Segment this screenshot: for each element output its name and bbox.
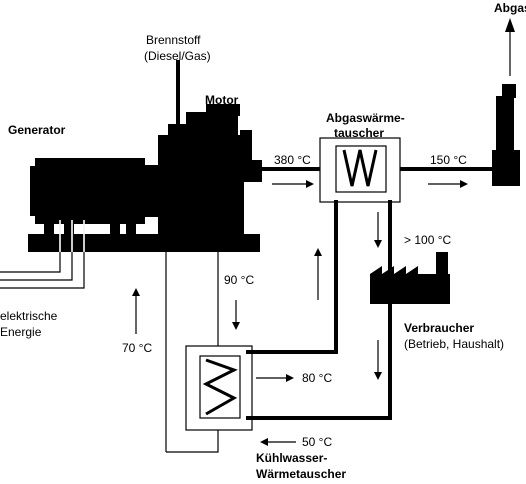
- exhaust-exchanger-coil-icon: [342, 149, 378, 187]
- chimney-shape: [492, 84, 520, 186]
- heating-loop-lines: [246, 200, 392, 420]
- fuel-label-line2: (Diesel/Gas): [144, 49, 211, 63]
- cooling-exchanger-label-line2: Wärmetauscher: [256, 467, 346, 481]
- temp-80: 80 °C: [302, 371, 332, 385]
- exhaust-pipe-out: [400, 167, 492, 171]
- electric-label-line1: elektrische: [0, 309, 58, 323]
- flow-arrows: [132, 180, 468, 446]
- consumer-sub-label: (Betrieb, Haushalt): [404, 337, 504, 351]
- exhaust-pipe-in: [258, 167, 320, 171]
- consumer-factory-shape: [370, 252, 450, 304]
- electric-label-line2: Energie: [0, 325, 42, 339]
- temp-380: 380 °C: [274, 153, 311, 167]
- machine-base: [28, 234, 260, 252]
- exhaust-exchanger-label-line1: Abgaswärme-: [326, 111, 405, 125]
- cooling-loop-lines: [165, 170, 219, 453]
- consumer-label: Verbraucher: [404, 321, 474, 335]
- temp-90: 90 °C: [224, 273, 254, 287]
- motor-shape: [158, 60, 262, 236]
- temp-50: 50 °C: [302, 435, 332, 449]
- motor-label: Motor: [205, 93, 239, 107]
- exhaust-exchanger-label-line2: tauscher: [334, 126, 384, 140]
- fuel-label-line1: Brennstoff: [146, 33, 201, 47]
- exhaust-label: Abgas: [494, 1, 526, 15]
- cooling-exchanger-label-line1: Kühlwasser-: [256, 451, 327, 465]
- exhaust-up-arrow-icon: [505, 18, 515, 32]
- cooling-exchanger-coil-icon: [202, 358, 238, 416]
- temp-70: 70 °C: [122, 341, 152, 355]
- temp-150: 150 °C: [430, 153, 467, 167]
- generator-label: Generator: [8, 123, 66, 137]
- temp-above-100: > 100 °C: [404, 233, 451, 247]
- generator-shape: [30, 158, 158, 236]
